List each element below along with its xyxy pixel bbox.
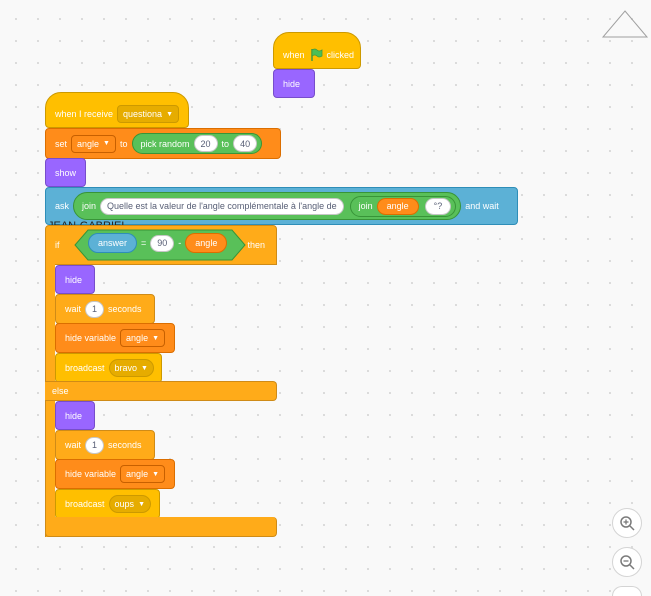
random-min-input[interactable]: 20 — [193, 135, 218, 152]
ask-and-wait-block[interactable]: ask join Quelle est la valeur de l'angle… — [45, 187, 518, 225]
when-i-receive-label: when I receive — [55, 109, 114, 119]
hide-label: hide — [65, 274, 83, 285]
broadcast-label: broadcast — [65, 363, 105, 373]
hide-variable-label: hide variable — [65, 333, 117, 343]
variable-dropdown[interactable]: angle▼ — [120, 465, 166, 483]
to-label: to — [119, 138, 128, 149]
wait-seconds-input[interactable]: 1 — [85, 436, 105, 454]
hide-block[interactable]: hide — [55, 265, 95, 294]
zoom-in-icon — [620, 516, 635, 531]
if-label: if — [55, 240, 60, 250]
chevron-down-icon: ▼ — [166, 110, 174, 118]
seconds-label: seconds — [108, 304, 142, 314]
set-variable-block[interactable]: set angle▼ to pick random 20 to 40 — [45, 128, 281, 159]
variable-value: angle — [126, 333, 149, 343]
wait-block[interactable]: wait 1 seconds — [55, 430, 155, 460]
ask-label: ask — [55, 201, 70, 211]
hide-variable-label: hide variable — [65, 469, 117, 479]
broadcast-message-value: oups — [114, 499, 135, 509]
zoom-in-button[interactable] — [612, 508, 642, 538]
angle-reporter[interactable]: angle — [376, 197, 419, 215]
broadcast-block[interactable]: broadcast oups▼ — [55, 489, 160, 519]
random-to-label: to — [221, 138, 230, 149]
ninety-input[interactable]: 90 — [150, 234, 175, 252]
seconds-label: seconds — [108, 440, 142, 450]
suffix-input[interactable]: °? — [424, 197, 452, 215]
equals-label: = — [141, 238, 147, 248]
answer-reporter[interactable]: answer — [88, 233, 138, 253]
broadcast-message-value: bravo — [114, 363, 138, 373]
show-label: show — [55, 167, 77, 178]
hide-block[interactable]: hide — [273, 69, 315, 98]
join-reporter[interactable]: join Quelle est la valeur de l'angle com… — [73, 192, 462, 220]
pick-random-label: pick random — [140, 138, 190, 149]
wait-label: wait — [65, 440, 82, 450]
variable-value: angle — [126, 469, 149, 479]
if-else-footer — [45, 517, 277, 537]
when-flag-clicked-block[interactable]: when clicked — [273, 32, 361, 69]
and-wait-label: and wait — [465, 201, 499, 211]
show-block[interactable]: show — [45, 158, 86, 187]
broadcast-label: broadcast — [65, 499, 105, 509]
hide-variable-block[interactable]: hide variable angle▼ — [55, 459, 175, 489]
when-label: when — [283, 49, 305, 60]
minus-label: - — [178, 238, 182, 248]
hide-label: hide — [65, 410, 83, 421]
set-label: set — [55, 138, 68, 149]
green-flag-icon — [310, 48, 322, 61]
variable-dropdown[interactable]: angle▼ — [120, 329, 166, 347]
broadcast-block[interactable]: broadcast bravo▼ — [55, 353, 162, 383]
hide-variable-block[interactable]: hide variable angle▼ — [55, 323, 175, 353]
variable-value: angle — [77, 138, 100, 149]
zoom-out-button[interactable] — [612, 547, 642, 577]
message-dropdown[interactable]: questiona▼ — [117, 105, 180, 123]
else-label: else — [52, 386, 69, 396]
else-bar: else — [45, 381, 277, 401]
wait-label: wait — [65, 304, 82, 314]
broadcast-message-dropdown[interactable]: oups▼ — [108, 495, 151, 513]
chevron-down-icon: ▼ — [152, 334, 160, 342]
clicked-label: clicked — [326, 49, 355, 60]
inner-join-label: join — [358, 201, 373, 211]
question-text-input[interactable]: Quelle est la valeur de l'angle compléme… — [100, 197, 344, 215]
inner-join-reporter[interactable]: join angle °? — [349, 195, 457, 217]
wait-seconds-input[interactable]: 1 — [85, 300, 105, 318]
hide-block[interactable]: hide — [55, 401, 95, 430]
broadcast-message-dropdown[interactable]: bravo▼ — [108, 359, 154, 377]
chevron-down-icon: ▼ — [152, 470, 160, 478]
chevron-down-icon: ▼ — [103, 140, 110, 147]
zoom-out-icon — [620, 555, 635, 570]
chevron-down-icon: ▼ — [138, 500, 145, 508]
chevron-down-icon: ▼ — [141, 364, 148, 372]
hide-label: hide — [283, 78, 301, 89]
zoom-reset-button[interactable] — [612, 586, 642, 596]
random-max-input[interactable]: 40 — [233, 135, 258, 152]
when-i-receive-block[interactable]: when I receive questiona▼ — [45, 92, 189, 128]
variable-dropdown[interactable]: angle▼ — [71, 134, 116, 153]
message-value: questiona — [123, 109, 163, 119]
then-label: then — [247, 240, 266, 250]
pick-random-reporter[interactable]: pick random 20 to 40 — [131, 133, 263, 154]
join-label: join — [82, 201, 97, 211]
wait-block[interactable]: wait 1 seconds — [55, 294, 155, 324]
triangle-icon — [601, 10, 649, 38]
angle-reporter[interactable]: angle — [185, 233, 228, 253]
